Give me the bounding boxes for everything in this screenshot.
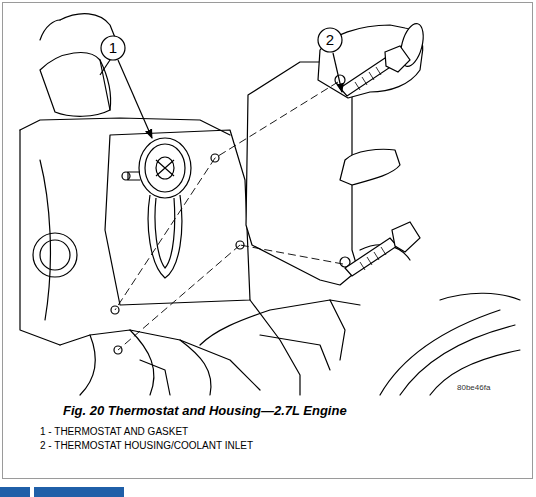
bolt-thread xyxy=(355,67,386,270)
frame xyxy=(3,3,533,479)
bolt xyxy=(340,46,420,276)
tab xyxy=(34,487,124,497)
thermostat-housing xyxy=(246,21,427,285)
callout-number: 2 xyxy=(319,29,341,51)
callout-number: 1 xyxy=(102,37,124,59)
thermostat-and-gasket xyxy=(122,138,191,278)
legend-line: 1 - THERMOSTAT AND GASKET xyxy=(40,426,188,437)
legend-line: 2 - THERMOSTAT HOUSING/COOLANT INLET xyxy=(40,440,253,451)
alignment-line xyxy=(115,82,343,350)
leader-line xyxy=(100,53,342,138)
callout-circle xyxy=(101,28,342,60)
watermark: 80be46fa xyxy=(457,383,490,392)
engine-block xyxy=(20,14,520,395)
tab xyxy=(0,487,30,497)
figure-caption: Fig. 20 Thermostat and Housing—2.7L Engi… xyxy=(63,403,347,418)
